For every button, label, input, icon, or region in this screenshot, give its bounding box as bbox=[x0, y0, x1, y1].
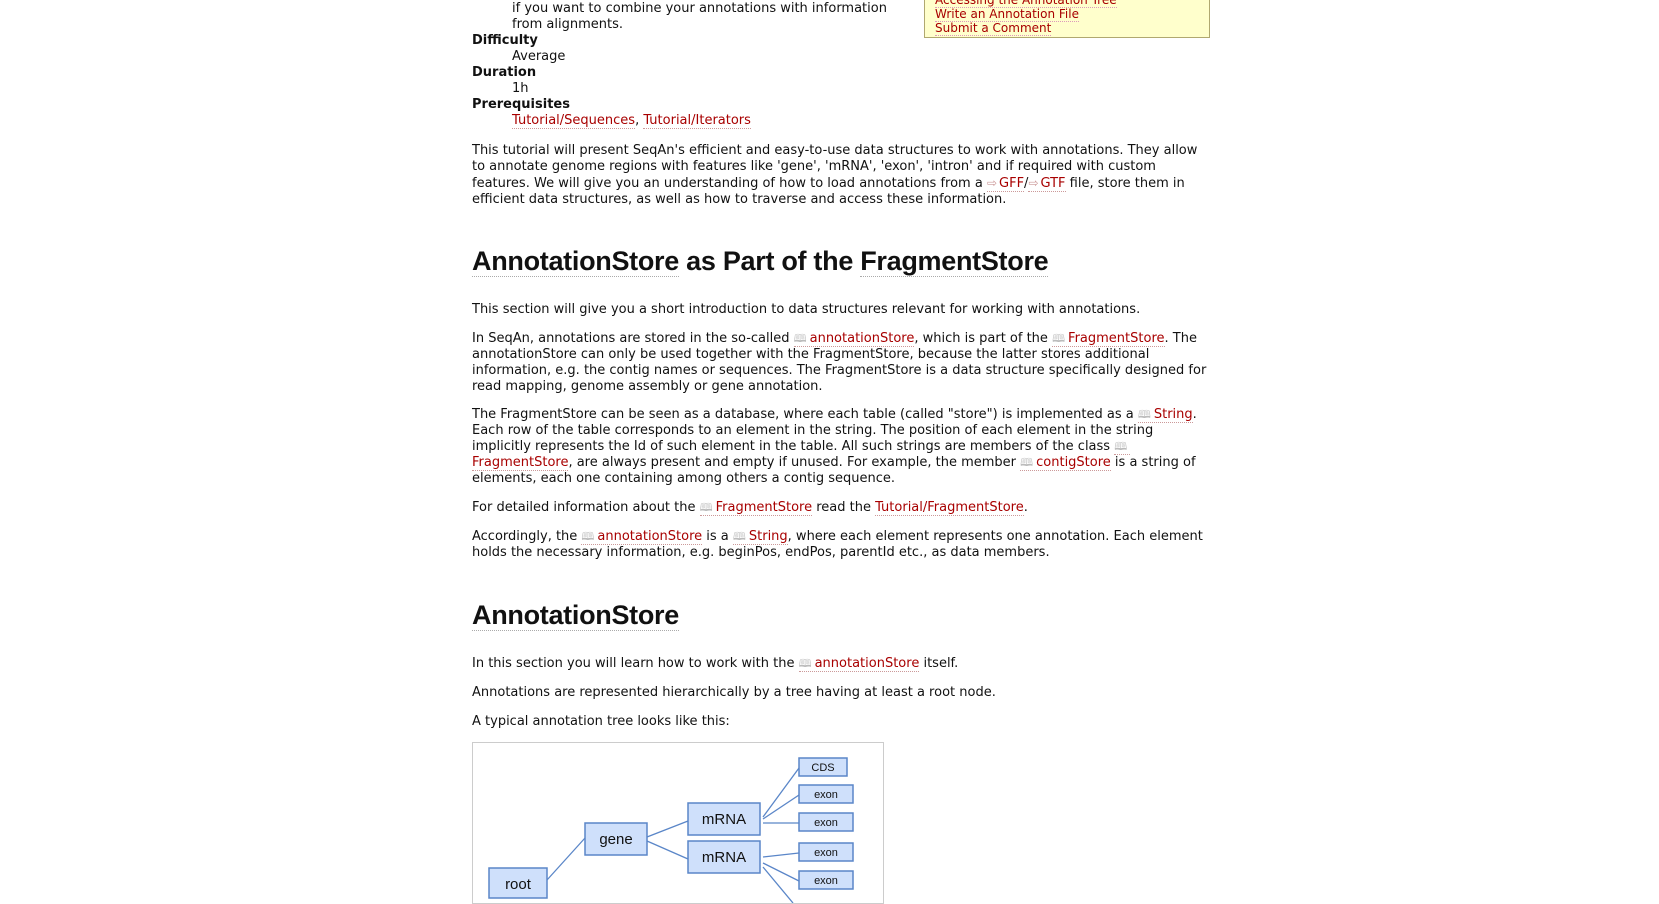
section1-paragraph-1: This section will give you a short intro… bbox=[472, 302, 1141, 317]
tutorial-fragmentstore-link[interactable]: Tutorial/FragmentStore bbox=[875, 500, 1024, 516]
edge-mrna2-exon5 bbox=[762, 866, 794, 903]
toc-link-submit-comment[interactable]: Submit a Comment bbox=[935, 21, 1052, 36]
tree-node-exon-1: exon bbox=[798, 784, 854, 804]
edge-mrna1-exon1 bbox=[762, 794, 800, 820]
annotationstore-link-2[interactable]: annotationStore bbox=[581, 529, 703, 545]
section2-paragraph-1: In this section you will learn how to wo… bbox=[472, 656, 1214, 672]
prereq-link-iterators[interactable]: Tutorial/Iterators bbox=[643, 113, 751, 129]
fragmentstore-link[interactable]: FragmentStore bbox=[1052, 331, 1165, 347]
prerequisites-label: Prerequisites bbox=[472, 97, 570, 112]
s2p1-text-2: itself. bbox=[919, 656, 959, 671]
intro-text-1: This tutorial will present SeqAn's effic… bbox=[472, 143, 1198, 191]
edge-gene-mrna2 bbox=[646, 840, 689, 860]
s1p5-text-3: , where each element represents one anno… bbox=[472, 529, 1203, 560]
tree-node-mrna-1-label: mRNA bbox=[702, 811, 746, 828]
annotationstore-link-3[interactable]: annotationStore bbox=[798, 656, 920, 672]
toc-link-accessing-tree[interactable]: Accessing the Annotation Tree bbox=[935, 0, 1117, 8]
gff-link[interactable]: GFF bbox=[986, 176, 1025, 192]
tree-node-root-label: root bbox=[505, 876, 532, 893]
tree-node-cds: CDS bbox=[798, 757, 848, 777]
s1p2-text-1: In SeqAn, annotations are stored in the … bbox=[472, 331, 794, 346]
tree-node-exon-4-label: exon bbox=[814, 875, 838, 887]
s1p3-text-4: is a string of elements, each one contai… bbox=[472, 455, 1196, 486]
edge-mrna1-cds bbox=[762, 767, 800, 818]
section2-paragraph-2: Annotations are represented hierarchical… bbox=[472, 685, 996, 700]
s1p5-text-1: Accordingly, the bbox=[472, 529, 582, 544]
heading-term-fragmentstore: FragmentStore bbox=[860, 246, 1049, 277]
section-heading-annotationstore-part: AnnotationStore as Part of the FragmentS… bbox=[472, 245, 1049, 277]
tree-node-exon-2: exon bbox=[798, 812, 854, 832]
fragmentstore-detail-link[interactable]: FragmentStore bbox=[699, 500, 813, 516]
s1p3-text-3: , are always present and empty if unused… bbox=[568, 455, 1021, 470]
intro-description-line-1: if you want to combine your annotations … bbox=[512, 1, 887, 16]
s2p1-text-1: In this section you will learn how to wo… bbox=[472, 656, 799, 671]
edge-gene-mrna1 bbox=[646, 820, 689, 838]
table-of-contents-box: Accessing the Annotation Tree Write an A… bbox=[924, 0, 1210, 38]
duration-label: Duration bbox=[472, 65, 537, 80]
tree-node-gene-label: gene bbox=[599, 831, 632, 848]
section1-paragraph-5: Accordingly, the annotationStore is a St… bbox=[472, 529, 1214, 561]
string-link[interactable]: String bbox=[1137, 407, 1193, 423]
tree-node-mrna-2: mRNA bbox=[687, 840, 761, 874]
s1p3-text-2: . Each row of the table corresponds to a… bbox=[472, 407, 1197, 454]
section2-paragraph-3: A typical annotation tree looks like thi… bbox=[472, 714, 730, 729]
tree-node-exon-2-label: exon bbox=[814, 817, 838, 829]
edge-root-gene bbox=[546, 837, 586, 881]
tree-node-exon-3: exon bbox=[798, 842, 854, 862]
intro-description-line-2: from alignments. bbox=[512, 17, 623, 32]
gtf-link[interactable]: GTF bbox=[1028, 176, 1066, 192]
difficulty-value: Average bbox=[512, 49, 566, 64]
contigstore-link[interactable]: contigStore bbox=[1020, 455, 1111, 471]
tree-node-mrna-2-label: mRNA bbox=[702, 849, 746, 866]
s1p5-text-2: is a bbox=[702, 529, 733, 544]
annotation-tree-figure: root gene mRNA mRNA CDS exon bbox=[472, 742, 884, 904]
tree-node-root: root bbox=[488, 867, 548, 899]
intro-text-2: file, store them in efficient data struc… bbox=[472, 176, 1185, 207]
tree-node-mrna-1: mRNA bbox=[687, 802, 761, 836]
section1-paragraph-4: For detailed information about the Fragm… bbox=[472, 500, 1214, 516]
tree-node-exon-3-label: exon bbox=[814, 847, 838, 859]
prereq-link-sequences[interactable]: Tutorial/Sequences bbox=[512, 113, 636, 129]
toc-link-write-file[interactable]: Write an Annotation File bbox=[935, 7, 1079, 22]
s1p3-text-1: The FragmentStore can be seen as a datab… bbox=[472, 407, 1138, 422]
duration-value: 1h bbox=[512, 81, 529, 96]
edge-mrna2-exon4 bbox=[762, 862, 800, 882]
string-link-2[interactable]: String bbox=[732, 529, 788, 545]
section1-paragraph-3: The FragmentStore can be seen as a datab… bbox=[472, 407, 1214, 487]
difficulty-label: Difficulty bbox=[472, 33, 538, 48]
tree-node-cds-label: CDS bbox=[811, 762, 834, 774]
heading-term-annotationstore-2: AnnotationStore bbox=[472, 600, 679, 631]
section-heading-annotationstore: AnnotationStore bbox=[472, 599, 679, 631]
prerequisites-value: Tutorial/Sequences, Tutorial/Iterators bbox=[512, 113, 751, 129]
tree-node-exon-4: exon bbox=[798, 870, 854, 890]
s1p2-text-3: . The annotationStore can only be used t… bbox=[472, 331, 1207, 394]
annotation-tree-diagram: root gene mRNA mRNA CDS exon bbox=[488, 757, 854, 903]
heading-text-middle: as Part of the bbox=[678, 246, 861, 276]
tree-node-gene: gene bbox=[584, 822, 648, 856]
section1-paragraph-2: In SeqAn, annotations are stored in the … bbox=[472, 331, 1214, 395]
heading-term-annotationstore: AnnotationStore bbox=[472, 246, 679, 277]
s1p4-text-2: read the bbox=[812, 500, 876, 515]
format-slash: / bbox=[1024, 176, 1029, 191]
intro-paragraph: This tutorial will present SeqAn's effic… bbox=[472, 143, 1214, 208]
s1p4-text-1: For detailed information about the bbox=[472, 500, 700, 515]
tree-node-exon-1-label: exon bbox=[814, 789, 838, 801]
annotationstore-link[interactable]: annotationStore bbox=[793, 331, 915, 347]
prereq-separator: , bbox=[635, 113, 644, 128]
s1p2-text-2: , which is part of the bbox=[914, 331, 1053, 346]
s1p4-text-3: . bbox=[1023, 500, 1028, 515]
edge-mrna2-exon3 bbox=[762, 852, 800, 858]
